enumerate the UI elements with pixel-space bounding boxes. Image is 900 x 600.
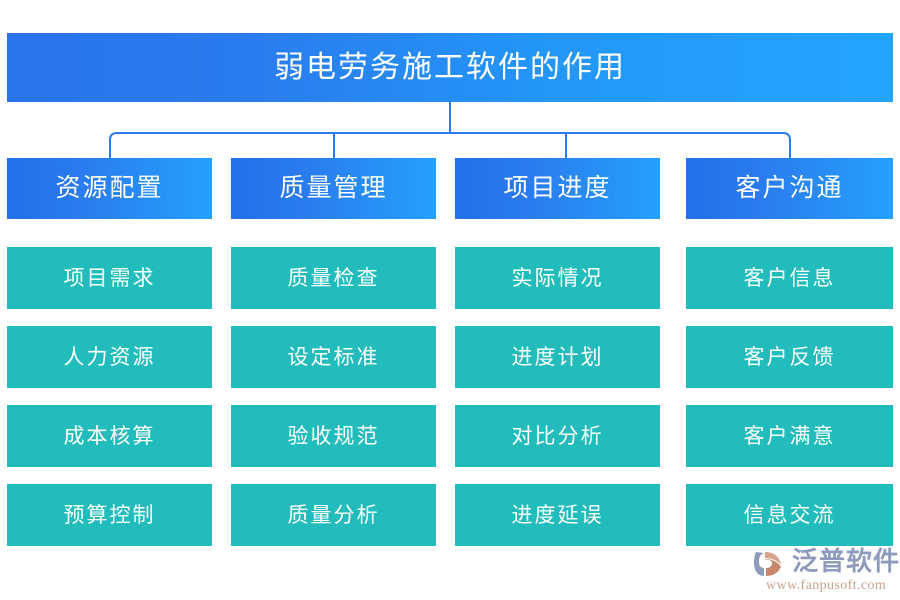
column-header-4[interactable]: 客户沟通	[686, 158, 893, 219]
cell-label: 对比分析	[511, 423, 604, 448]
cell-label: 信息交流	[743, 502, 836, 527]
column-header-label: 项目进度	[503, 175, 612, 202]
cell-label: 进度计划	[511, 344, 604, 369]
cell-1-4[interactable]: 预算控制	[7, 484, 212, 546]
cell-label: 人力资源	[63, 344, 156, 369]
cell-1-2[interactable]: 人力资源	[7, 326, 212, 388]
cell-3-2[interactable]: 进度计划	[455, 326, 660, 388]
cell-2-4[interactable]: 质量分析	[231, 484, 436, 546]
cell-2-1[interactable]: 质量检查	[231, 247, 436, 309]
cell-label: 设定标准	[287, 344, 380, 369]
cell-label: 客户满意	[743, 423, 836, 448]
cell-1-1[interactable]: 项目需求	[7, 247, 212, 309]
page-title: 弱电劳务施工软件的作用	[274, 50, 626, 84]
column-header-3[interactable]: 项目进度	[455, 158, 660, 219]
logo-url: www.fanpusoft.com	[766, 578, 887, 593]
cell-4-3[interactable]: 客户满意	[686, 405, 893, 467]
diagram-title-bar: 弱电劳务施工软件的作用	[7, 33, 893, 102]
column-header-2[interactable]: 质量管理	[231, 158, 436, 219]
cell-label: 质量检查	[287, 265, 380, 290]
column-header-label: 客户沟通	[735, 175, 844, 202]
cell-label: 预算控制	[63, 502, 156, 527]
column-header-label: 质量管理	[279, 175, 388, 202]
cell-4-4[interactable]: 信息交流	[686, 484, 893, 546]
cell-label: 进度延误	[511, 502, 604, 527]
cell-2-3[interactable]: 验收规范	[231, 405, 436, 467]
cell-3-1[interactable]: 实际情况	[455, 247, 660, 309]
column-header-label: 资源配置	[55, 175, 164, 202]
cell-label: 客户反馈	[743, 344, 836, 369]
cell-3-4[interactable]: 进度延误	[455, 484, 660, 546]
cell-label: 质量分析	[287, 502, 380, 527]
connector-lines	[109, 100, 791, 158]
cell-label: 实际情况	[511, 265, 604, 290]
cell-4-2[interactable]: 客户反馈	[686, 326, 893, 388]
cell-3-3[interactable]: 对比分析	[455, 405, 660, 467]
brand-logo: 泛普软件 www.fanpusoft.com	[752, 547, 900, 595]
logo-brand-name: 泛普软件	[792, 547, 900, 576]
cell-2-2[interactable]: 设定标准	[231, 326, 436, 388]
cell-label: 项目需求	[63, 265, 156, 290]
cell-label: 客户信息	[743, 265, 836, 290]
column-header-1[interactable]: 资源配置	[7, 158, 212, 219]
cell-label: 验收规范	[287, 423, 380, 448]
fanpu-logo-icon	[754, 552, 781, 576]
cell-4-1[interactable]: 客户信息	[686, 247, 893, 309]
cell-1-3[interactable]: 成本核算	[7, 405, 212, 467]
cell-label: 成本核算	[63, 423, 156, 448]
connector-bus	[109, 132, 791, 158]
